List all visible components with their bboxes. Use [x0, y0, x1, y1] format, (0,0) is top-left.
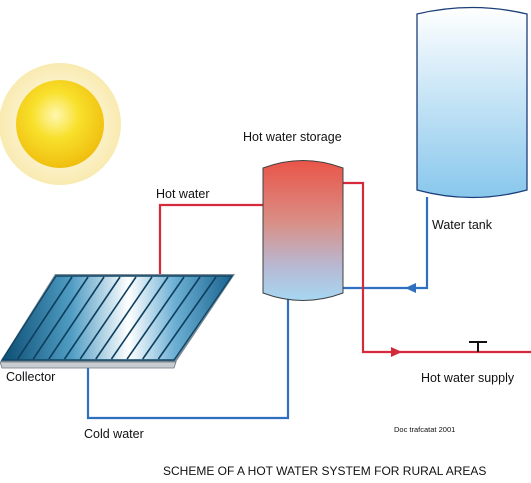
collector-tube-divider	[16, 276, 73, 360]
label-cold-water: Cold water	[84, 427, 144, 441]
arrow-head-icon	[405, 283, 416, 293]
pipes	[86, 181, 531, 420]
document-credit: Doc trafcatat 2001	[394, 425, 455, 434]
hot-water-storage-tank	[262, 160, 344, 301]
tap-icon	[469, 341, 487, 352]
hot-water-pipe-supply	[343, 181, 531, 354]
cold-water-pipe-tank	[343, 197, 429, 290]
cold-water-pipe-collector	[86, 297, 290, 420]
collector-tube-divider	[95, 276, 153, 360]
label-water-tank: Water tank	[432, 218, 493, 232]
collector-tube-divider	[110, 276, 169, 360]
collector-tube-divider	[32, 276, 89, 360]
diagram-caption: SCHEME OF A HOT WATER SYSTEM FOR RURAL A…	[163, 464, 486, 478]
collector-tubes	[16, 276, 217, 360]
hot-water-pipe-collector	[158, 203, 263, 276]
collector-tube-divider	[79, 276, 137, 360]
water-tank	[416, 6, 528, 199]
collector-tube-divider	[157, 276, 217, 360]
solar-collector	[0, 274, 235, 369]
sun-icon	[0, 63, 121, 185]
collector-tube-divider	[48, 276, 105, 360]
label-collector: Collector	[6, 370, 55, 384]
collector-tube-divider	[126, 276, 185, 360]
label-hot-water-supply: Hot water supply	[421, 371, 515, 385]
label-hot-water: Hot water	[156, 187, 210, 201]
collector-tube-divider	[63, 276, 121, 360]
label-hot-water-storage: Hot water storage	[243, 130, 342, 144]
arrow-head-icon	[391, 347, 402, 357]
collector-tube-divider	[142, 276, 201, 360]
